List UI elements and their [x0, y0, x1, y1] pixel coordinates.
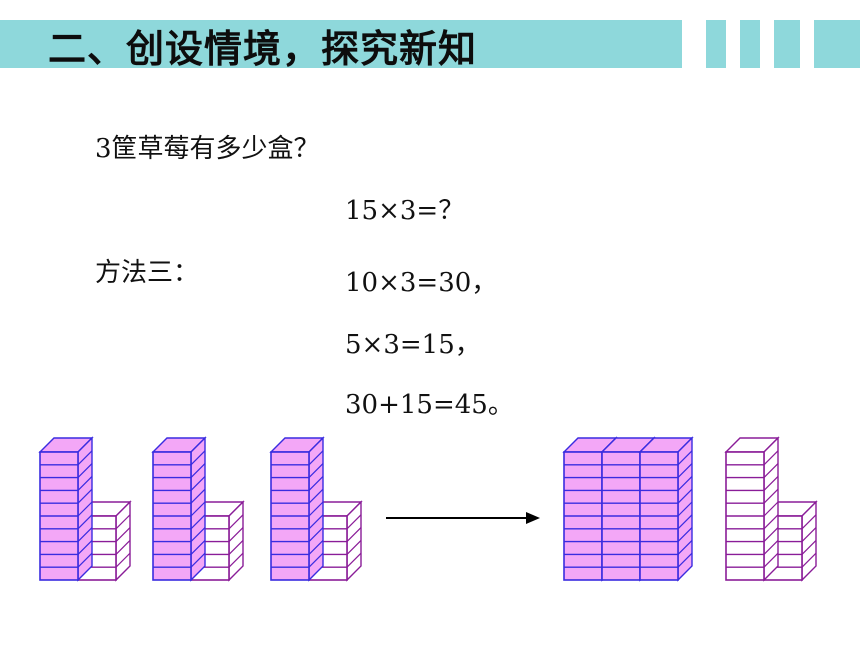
basket-3-tall-stack-side-line: [308, 463, 324, 479]
title-band-stripe: [706, 20, 726, 68]
combined-short-stack-b-side-line: [801, 514, 817, 530]
combined-short-stack-a-side-line: [763, 475, 779, 491]
basket-3-tall-stack-side-line: [308, 539, 324, 555]
combined-short-stack-a-side-line: [763, 514, 779, 530]
basket-1-tall-stack-side-line: [77, 450, 93, 466]
combined-short-stack-a-side-line: [763, 463, 779, 479]
basket-2-tall-stack-side-line: [190, 539, 206, 555]
basket-1-short-stack-side-face: [115, 500, 131, 582]
basket-2-short-stack-side-line: [228, 527, 244, 543]
basket-1-short-stack-side-line: [115, 527, 131, 543]
title-band: [0, 20, 860, 68]
combined-tall-stack-3-side-line: [677, 463, 693, 479]
basket-3-tall-stack-side-line: [308, 501, 324, 517]
title-band-stripe: [814, 20, 860, 68]
step-1: 10×3=30，: [345, 268, 498, 298]
basket-3-short-stack-side-line: [346, 514, 362, 530]
basket-3-tall-stack-side-line: [308, 527, 324, 543]
combined-tall-stack-3-side-line: [677, 475, 693, 491]
combined-tall-stack-3-side-line: [677, 501, 693, 517]
basket-2-tall-stack-side-line: [190, 501, 206, 517]
basket-2-tall-stack-side-line: [190, 527, 206, 543]
title-band-stripe: [740, 20, 760, 68]
combined-short-stack-a-side-line: [763, 488, 779, 504]
basket-2-tall-stack-side-line: [190, 552, 206, 568]
equation-text: 15×3=？: [345, 196, 465, 226]
basket-3-tall-stack-side-line: [308, 488, 324, 504]
combined-short-stack-a-side-line: [763, 539, 779, 555]
basket-2-short-stack-side-face: [228, 500, 244, 582]
basket-2-tall-stack-side-line: [190, 463, 206, 479]
basket-1-tall-stack-side-line: [77, 475, 93, 491]
basket-2-short-stack-side-line: [228, 552, 244, 568]
basket-1-tall-stack-side-line: [77, 539, 93, 555]
basket-1-tall-stack-side-line: [77, 488, 93, 504]
combined-short-stack-b-side-line: [801, 527, 817, 543]
combined-short-stack-a-side-line: [763, 552, 779, 568]
basket-3-short-stack-side-line: [346, 552, 362, 568]
basket-3-tall-stack-side-line: [308, 514, 324, 530]
method-label: 方法三：: [95, 258, 200, 288]
basket-3-tall-stack-side-line: [308, 552, 324, 568]
combined-short-stack-b-side-face: [801, 500, 817, 582]
basket-1-tall-stack-side-line: [77, 527, 93, 543]
basket-3-tall-stack-side-line: [308, 450, 324, 466]
question-text: 3筐草莓有多少盒？: [95, 134, 320, 164]
basket-2-short-stack-side-line: [228, 514, 244, 530]
combined-short-stack-b-side-line: [801, 552, 817, 568]
basket-3-short-stack-side-face: [346, 500, 362, 582]
combined-tall-stack-3-side-line: [677, 488, 693, 504]
combined-short-stack-a-side-line: [763, 501, 779, 517]
title-bar-background: [0, 20, 682, 68]
basket-1-short-stack-side-line: [115, 514, 131, 530]
combined-tall-stack-3-side-line: [677, 514, 693, 530]
basket-2-tall-stack-side-line: [190, 488, 206, 504]
combined-short-stack-a-side-line: [763, 527, 779, 543]
step-2: 5×3=15，: [345, 330, 481, 360]
basket-2-tall-stack-side-line: [190, 475, 206, 491]
arrow-head: [526, 512, 540, 524]
basket-1-tall-stack-side-line: [77, 463, 93, 479]
combined-tall-stack-3-side-line: [677, 450, 693, 466]
step-3: 30+15=45。: [345, 390, 514, 420]
combined-tall-stack-3-side-line: [677, 527, 693, 543]
basket-3-short-stack-side-line: [346, 539, 362, 555]
basket-2-short-stack-side-line: [228, 539, 244, 555]
combined-short-stack-a-side-line: [763, 450, 779, 466]
combined-tall-stack-3-side-line: [677, 539, 693, 555]
basket-1-tall-stack-side-line: [77, 501, 93, 517]
combined-short-stack-b-side-line: [801, 539, 817, 555]
basket-1-short-stack-side-line: [115, 539, 131, 555]
basket-1-tall-stack-side-line: [77, 552, 93, 568]
basket-2-tall-stack-side-line: [190, 514, 206, 530]
title-band-stripe: [774, 20, 800, 68]
basket-3-tall-stack-side-line: [308, 475, 324, 491]
combined-tall-stack-3-side-line: [677, 552, 693, 568]
page-title: 二、创设情境，探究新知: [48, 27, 478, 71]
basket-1-short-stack-side-line: [115, 552, 131, 568]
basket-3-short-stack-side-line: [346, 527, 362, 543]
basket-2-tall-stack-side-line: [190, 450, 206, 466]
basket-1-tall-stack-side-line: [77, 514, 93, 530]
